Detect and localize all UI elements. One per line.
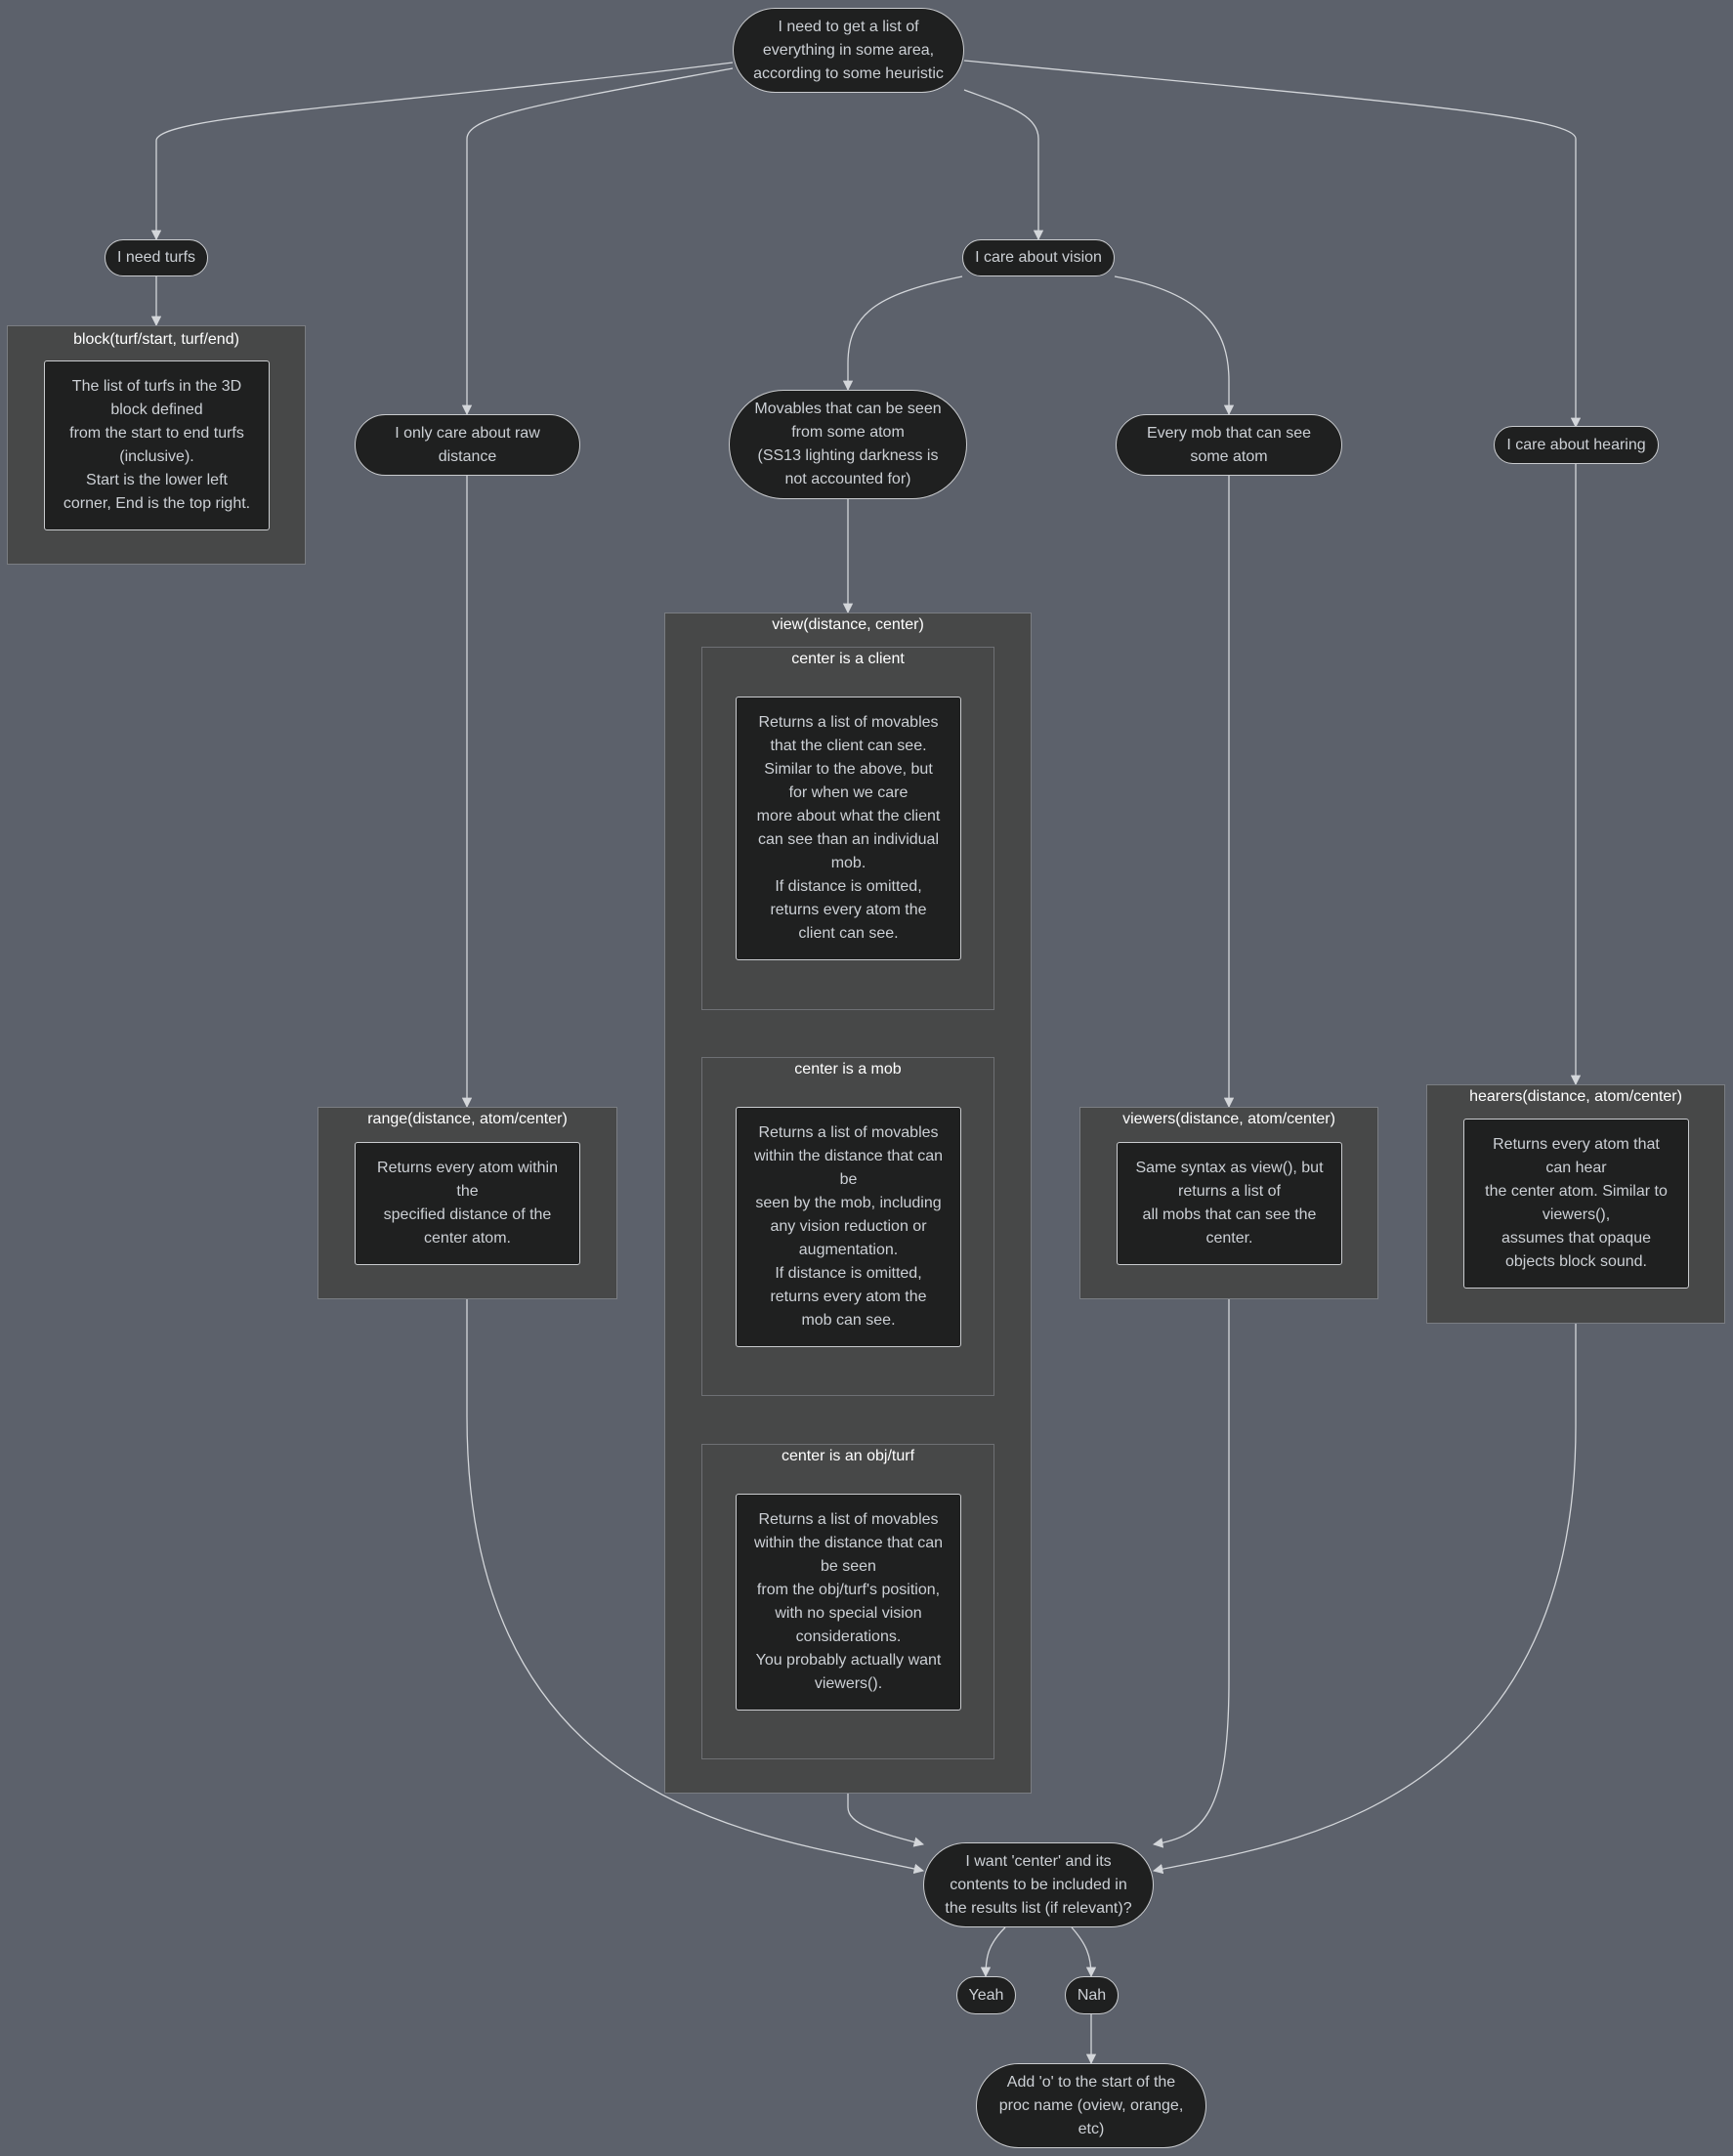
node-yeah: Yeah [956,1976,1016,2014]
cluster-range-title: range(distance, atom/center) [367,1111,568,1127]
node-every-mob: Every mob that can see some atom [1116,414,1342,476]
edge-hearers-to-want-center [1152,1323,1577,1875]
cluster-view-mob-title: center is a mob [794,1061,902,1078]
edge-want-center-to-nah [1071,1926,1097,1978]
edge-want-center-to-yeah [980,1926,1006,1978]
cluster-view-obj-title: center is an obj/turf [781,1448,915,1464]
node-hearing: I care about hearing [1494,426,1659,464]
view-obj-description: Returns a list of movables within the di… [736,1494,961,1711]
node-want-center: I want 'center' and its contents to be i… [923,1842,1154,1927]
cluster-viewers-title: viewers(distance, atom/center) [1122,1111,1335,1127]
cluster-hearers-title: hearers(distance, atom/center) [1469,1088,1682,1105]
node-raw-distance: I only care about raw distance [355,414,580,476]
edge-view-to-want-center [847,1794,925,1847]
view-mob-description: Returns a list of movables within the di… [736,1107,961,1347]
cluster-block-title: block(turf/start, turf/end) [73,331,239,348]
edge-vision-to-movables [842,275,963,392]
node-turfs: I need turfs [105,239,208,276]
edge-start-to-turfs [150,62,734,241]
cluster-view-title: view(distance, center) [772,616,924,633]
edge-viewers-to-want-center [1152,1299,1230,1848]
node-vision: I care about vision [962,239,1115,276]
range-description: Returns every atom within the specified … [355,1142,580,1265]
edge-range-to-want-center [466,1299,925,1875]
hearers-description: Returns every atom that can hear the cen… [1463,1119,1689,1289]
block-description: The list of turfs in the 3D block define… [44,360,270,530]
cluster-view-client-title: center is a client [791,651,905,667]
node-start: I need to get a list of everything in so… [733,8,964,93]
edge-start-to-vision [963,89,1044,241]
node-nah: Nah [1065,1976,1119,2014]
edge-start-to-raw-distance [461,67,734,416]
viewers-description: Same syntax as view(), but returns a lis… [1117,1142,1342,1265]
edge-start-to-hearing [963,60,1582,429]
edge-vision-to-every-mob [1114,275,1235,416]
node-add-o: Add 'o' to the start of the proc name (o… [976,2063,1206,2148]
view-client-description: Returns a list of movables that the clie… [736,697,961,960]
node-movables: Movables that can be seen from some atom… [729,390,967,499]
